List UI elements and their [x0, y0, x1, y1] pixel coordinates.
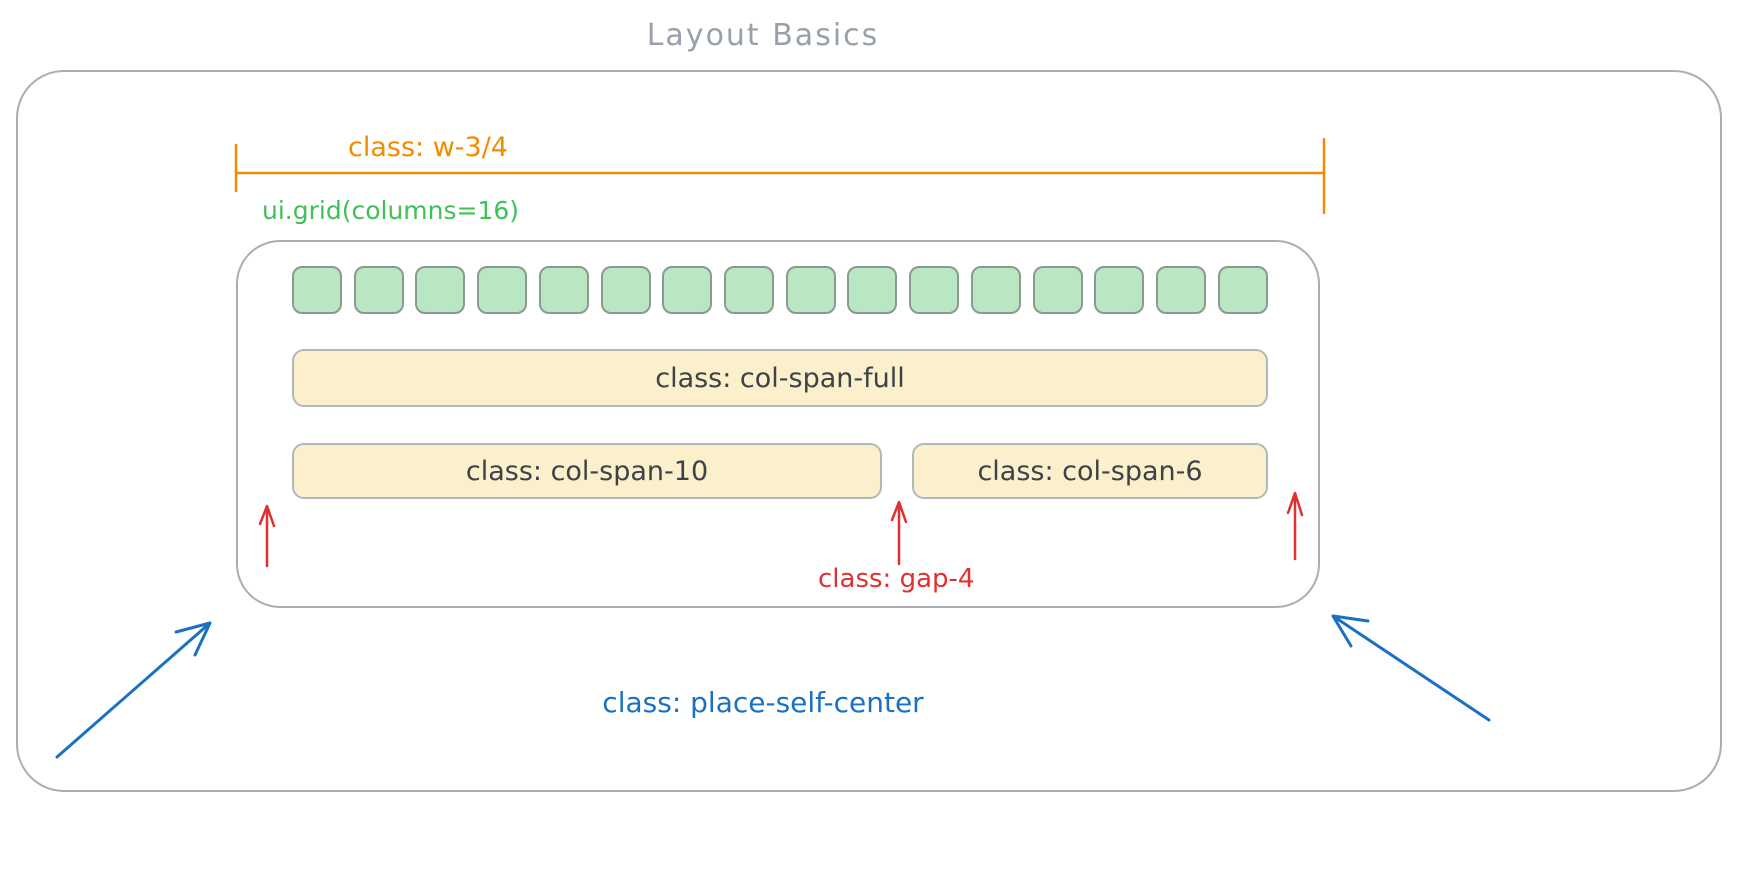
width-dimension-line — [234, 137, 1326, 215]
grid-call-label: ui.grid(columns=16) — [262, 196, 520, 225]
col-span-6-block: class: col-span-6 — [912, 443, 1268, 499]
col-span-10-label: class: col-span-10 — [465, 455, 709, 487]
place-self-diagonal-arrow-icon — [1331, 614, 1491, 722]
grid-cell — [1094, 266, 1145, 314]
gap-up-arrow-icon — [1286, 491, 1304, 561]
gap-up-arrow-icon — [890, 500, 908, 566]
grid-container-box — [236, 240, 1320, 608]
grid-cell — [477, 266, 528, 314]
grid-cell — [909, 266, 960, 314]
grid-cell — [1032, 266, 1083, 314]
outer-container-box — [16, 70, 1722, 792]
grid-cells-row — [292, 266, 1268, 314]
place-self-diagonal-arrow-icon — [55, 621, 212, 759]
gap-up-arrow-icon — [258, 504, 276, 568]
grid-cell — [538, 266, 589, 314]
diagram-title: Layout Basics — [646, 18, 880, 53]
col-span-6-label: class: col-span-6 — [977, 455, 1203, 487]
grid-cell — [1217, 266, 1268, 314]
grid-cell — [415, 266, 466, 314]
grid-cell — [785, 266, 836, 314]
place-self-class-label: class: place-self-center — [602, 686, 924, 719]
col-span-10-block: class: col-span-10 — [292, 443, 882, 499]
grid-cell — [724, 266, 775, 314]
grid-cell — [970, 266, 1021, 314]
col-span-full-block: class: col-span-full — [292, 349, 1268, 407]
grid-cell — [1156, 266, 1207, 314]
col-span-full-label: class: col-span-full — [655, 362, 905, 394]
grid-cell — [662, 266, 713, 314]
width-class-label: class: w-3/4 — [348, 132, 508, 163]
grid-cell — [353, 266, 404, 314]
grid-cell — [600, 266, 651, 314]
gap-class-label: class: gap-4 — [818, 564, 975, 594]
grid-cell — [847, 266, 898, 314]
grid-cell — [292, 266, 342, 314]
